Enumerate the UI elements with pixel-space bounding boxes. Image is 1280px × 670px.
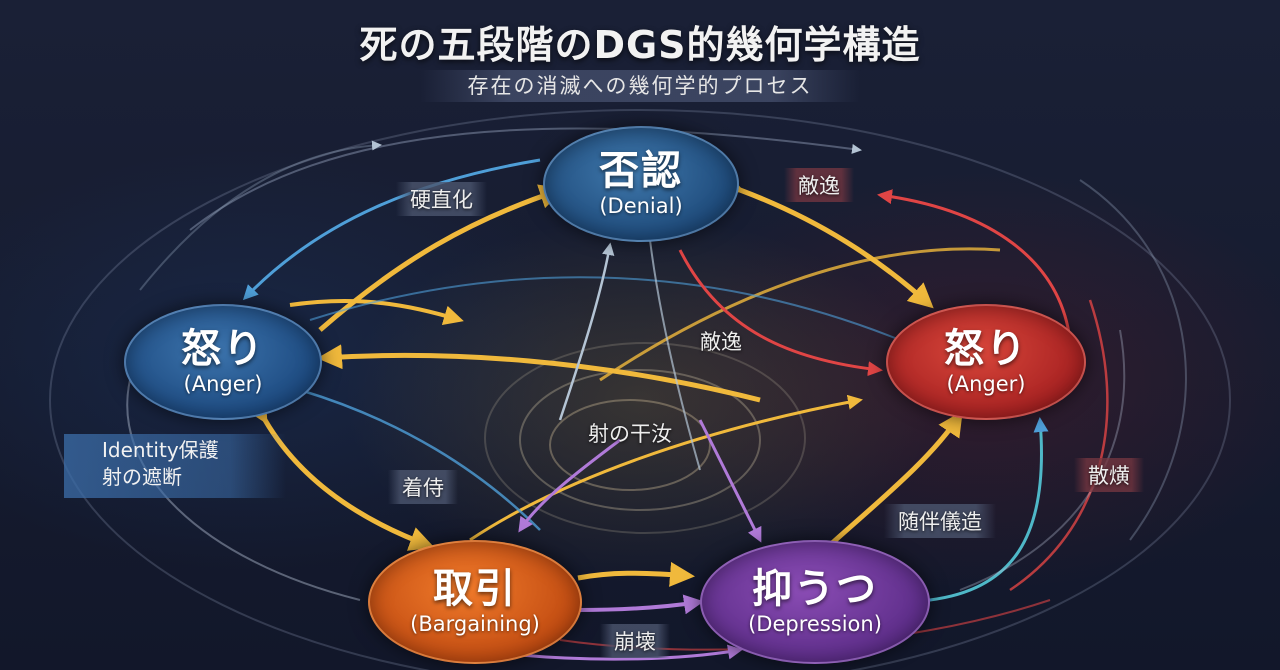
- arrow-red-center: [678, 249, 883, 377]
- page-subtitle: 存在の消滅への幾何学的プロセス: [420, 70, 860, 102]
- node-denial-subtitle: (Denial): [599, 194, 683, 218]
- node-denial-title: 否認: [599, 148, 683, 194]
- arrow-pale-to-denial: [558, 242, 615, 421]
- node-anger-right-title: 怒り: [944, 326, 1028, 372]
- arrow-depression-to-right-blue: [917, 417, 1049, 609]
- node-depression-subtitle: (Depression): [748, 612, 882, 636]
- label-center: 射の干汝: [588, 422, 672, 446]
- arrow-top-right-to-center: [599, 247, 1001, 382]
- center-swirl-2: [549, 399, 711, 491]
- label-identity-box: Identity保護 射の遮断: [64, 434, 286, 498]
- arrow-bargaining-up-right: [469, 394, 863, 542]
- outer-arc-top: [189, 127, 862, 231]
- arrow-anger-to-denial: [318, 184, 565, 332]
- arrow-red-top: [877, 189, 1072, 341]
- outer-ring: [49, 109, 1231, 670]
- arrow-pale-from-denial: [649, 239, 701, 471]
- arrow-purple-bottom: [519, 644, 743, 661]
- label-collapse: 崩壊: [600, 624, 670, 658]
- node-denial: 否認 (Denial): [543, 126, 739, 242]
- arrow-left-to-center: [289, 298, 464, 325]
- label-identity-line2: 射の遮断: [102, 465, 182, 489]
- arrow-center-to-anger-left: [317, 344, 761, 403]
- node-anger-right: 怒り (Anger): [886, 304, 1086, 420]
- label-escape-center: 敵逸: [700, 330, 742, 354]
- page-title: 死の五段階のDGS的幾何学構造: [359, 23, 921, 67]
- outer-arc-topleft: [139, 140, 382, 291]
- arrow-pale-left-curve: [126, 379, 361, 601]
- arrow-purple-to-bargaining: [518, 438, 621, 533]
- center-swirl-1: [519, 369, 761, 511]
- label-rigidify: 硬直化: [396, 182, 487, 216]
- label-attach: 着侍: [388, 470, 458, 504]
- arrow-denial-to-anger-left: [242, 158, 541, 301]
- arrow-denial-anger-right: [716, 171, 934, 309]
- node-depression: 抑うつ (Depression): [700, 540, 930, 664]
- label-accompany: 随伴儀造: [884, 504, 996, 538]
- arrow-blue-wide: [309, 276, 901, 341]
- arrow-purple-down: [698, 419, 762, 543]
- node-anger-left-title: 怒り: [181, 326, 265, 372]
- node-anger-left-subtitle: (Anger): [183, 372, 263, 396]
- label-dissipate: 散熿: [1074, 458, 1144, 492]
- arrow-anger-left-lines: [299, 388, 541, 531]
- label-identity-line1: Identity保護: [102, 438, 219, 462]
- node-bargaining: 取引 (Bargaining): [368, 540, 582, 664]
- node-anger-left: 怒り (Anger): [124, 304, 322, 420]
- label-escape-top: 敵逸: [784, 168, 854, 202]
- node-bargaining-title: 取引: [433, 566, 517, 612]
- center-swirl-3: [484, 342, 806, 534]
- node-anger-right-subtitle: (Anger): [946, 372, 1026, 396]
- outer-arc-right: [1079, 179, 1187, 541]
- arrow-bargaining-to-depression: [577, 561, 695, 587]
- node-depression-title: 抑うつ: [752, 566, 878, 612]
- arrow-purple-collapse: [577, 594, 704, 615]
- node-bargaining-subtitle: (Bargaining): [410, 612, 540, 636]
